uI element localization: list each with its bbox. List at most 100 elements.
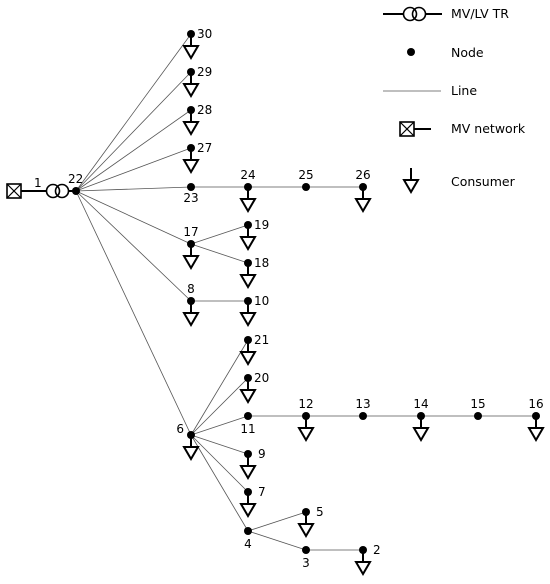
node-label: 23 bbox=[183, 191, 198, 205]
node-26: 26 bbox=[354, 168, 372, 213]
node-label: 6 bbox=[176, 422, 184, 436]
mv-lv-transformer bbox=[45, 183, 76, 199]
line-22-27 bbox=[75, 147, 192, 192]
mv-network-source bbox=[6, 183, 46, 199]
node-dot bbox=[359, 412, 367, 420]
line-6-20 bbox=[190, 377, 249, 436]
line-6-11 bbox=[190, 415, 249, 436]
line-22-29 bbox=[75, 71, 192, 192]
root-node-label: 22 bbox=[68, 172, 83, 186]
node-label: 10 bbox=[254, 294, 269, 308]
node-label: 20 bbox=[254, 371, 269, 385]
node-dot bbox=[359, 546, 367, 554]
legend-mv-network-icon bbox=[399, 121, 431, 137]
node-28: 28 bbox=[182, 103, 212, 136]
line-22-23 bbox=[75, 186, 192, 192]
node-dot bbox=[187, 431, 195, 439]
node-dot bbox=[302, 412, 310, 420]
node-dot bbox=[187, 144, 195, 152]
line-4-5 bbox=[247, 511, 307, 532]
node-dot bbox=[474, 412, 482, 420]
node-label: 21 bbox=[254, 333, 269, 347]
node-dot bbox=[244, 297, 252, 305]
node-dot bbox=[187, 183, 195, 191]
node-dot bbox=[302, 183, 310, 191]
node-dot bbox=[244, 259, 252, 267]
node-5: 5 bbox=[297, 505, 324, 538]
legend-consumer-icon bbox=[402, 168, 420, 194]
node-label: 16 bbox=[528, 397, 543, 411]
node-dot bbox=[187, 297, 195, 305]
line-4-3 bbox=[247, 530, 307, 551]
node-label: 5 bbox=[316, 505, 324, 519]
line-22-8 bbox=[75, 190, 192, 302]
line-17-19 bbox=[190, 224, 249, 245]
node-label: 25 bbox=[298, 168, 313, 182]
node-10: 10 bbox=[239, 294, 269, 327]
node-17: 17 bbox=[182, 225, 200, 270]
node-label: 30 bbox=[197, 27, 212, 41]
line-22-17 bbox=[75, 190, 192, 245]
node-18: 18 bbox=[239, 256, 269, 289]
legend: MV/LV TR Node Line MV network Consumer bbox=[383, 6, 526, 194]
node-8: 8 bbox=[182, 282, 200, 327]
node-30: 30 bbox=[182, 27, 212, 60]
node-25: 25 bbox=[298, 168, 314, 191]
node-2: 2 bbox=[354, 543, 381, 576]
node-4: 4 bbox=[244, 527, 252, 551]
mv-node-label: 1 bbox=[34, 176, 42, 190]
node-dot bbox=[187, 106, 195, 114]
node-dot bbox=[417, 412, 425, 420]
node-label: 17 bbox=[183, 225, 198, 239]
legend-transformer-label: MV/LV TR bbox=[451, 6, 509, 21]
node-label: 27 bbox=[197, 141, 212, 155]
legend-line-label: Line bbox=[451, 83, 477, 98]
legend-mv-network-label: MV network bbox=[451, 121, 526, 136]
line-6-21 bbox=[190, 339, 249, 436]
node-label: 7 bbox=[258, 485, 266, 499]
node-3: 3 bbox=[302, 546, 310, 570]
node-27: 27 bbox=[182, 141, 212, 174]
legend-consumer-label: Consumer bbox=[451, 174, 516, 189]
legend-transformer-icon bbox=[383, 6, 442, 22]
node-16: 16 bbox=[527, 397, 545, 442]
node-dot bbox=[244, 527, 252, 535]
node-label: 29 bbox=[197, 65, 212, 79]
node-dot bbox=[359, 183, 367, 191]
node-dot bbox=[244, 183, 252, 191]
node-11: 11 bbox=[240, 412, 256, 436]
legend-node-label: Node bbox=[451, 45, 484, 60]
node-13: 13 bbox=[355, 397, 371, 420]
node-dot bbox=[302, 508, 310, 516]
node-24: 24 bbox=[239, 168, 257, 213]
lines bbox=[75, 33, 536, 551]
line-6-7 bbox=[190, 434, 249, 493]
node-29: 29 bbox=[182, 65, 212, 98]
node-label: 11 bbox=[240, 422, 255, 436]
node-label: 12 bbox=[298, 397, 313, 411]
line-22-28 bbox=[75, 109, 192, 192]
node-label: 4 bbox=[244, 537, 252, 551]
node-12: 12 bbox=[297, 397, 315, 442]
node-label: 28 bbox=[197, 103, 212, 117]
node-label: 2 bbox=[373, 543, 381, 557]
line-22-6 bbox=[75, 190, 192, 436]
node-dot bbox=[187, 68, 195, 76]
legend-node-icon bbox=[407, 48, 415, 56]
node-label: 14 bbox=[413, 397, 428, 411]
line-6-4 bbox=[190, 434, 249, 532]
node-dot bbox=[244, 221, 252, 229]
node-20: 20 bbox=[239, 371, 269, 404]
node-dot bbox=[244, 450, 252, 458]
line-17-18 bbox=[190, 243, 249, 264]
node-label: 15 bbox=[470, 397, 485, 411]
node-22 bbox=[72, 187, 80, 195]
node-15: 15 bbox=[470, 397, 486, 420]
node-label: 3 bbox=[302, 556, 310, 570]
line-6-9 bbox=[190, 434, 249, 455]
line-22-30 bbox=[75, 33, 192, 192]
node-dot bbox=[187, 30, 195, 38]
node-label: 26 bbox=[355, 168, 370, 182]
